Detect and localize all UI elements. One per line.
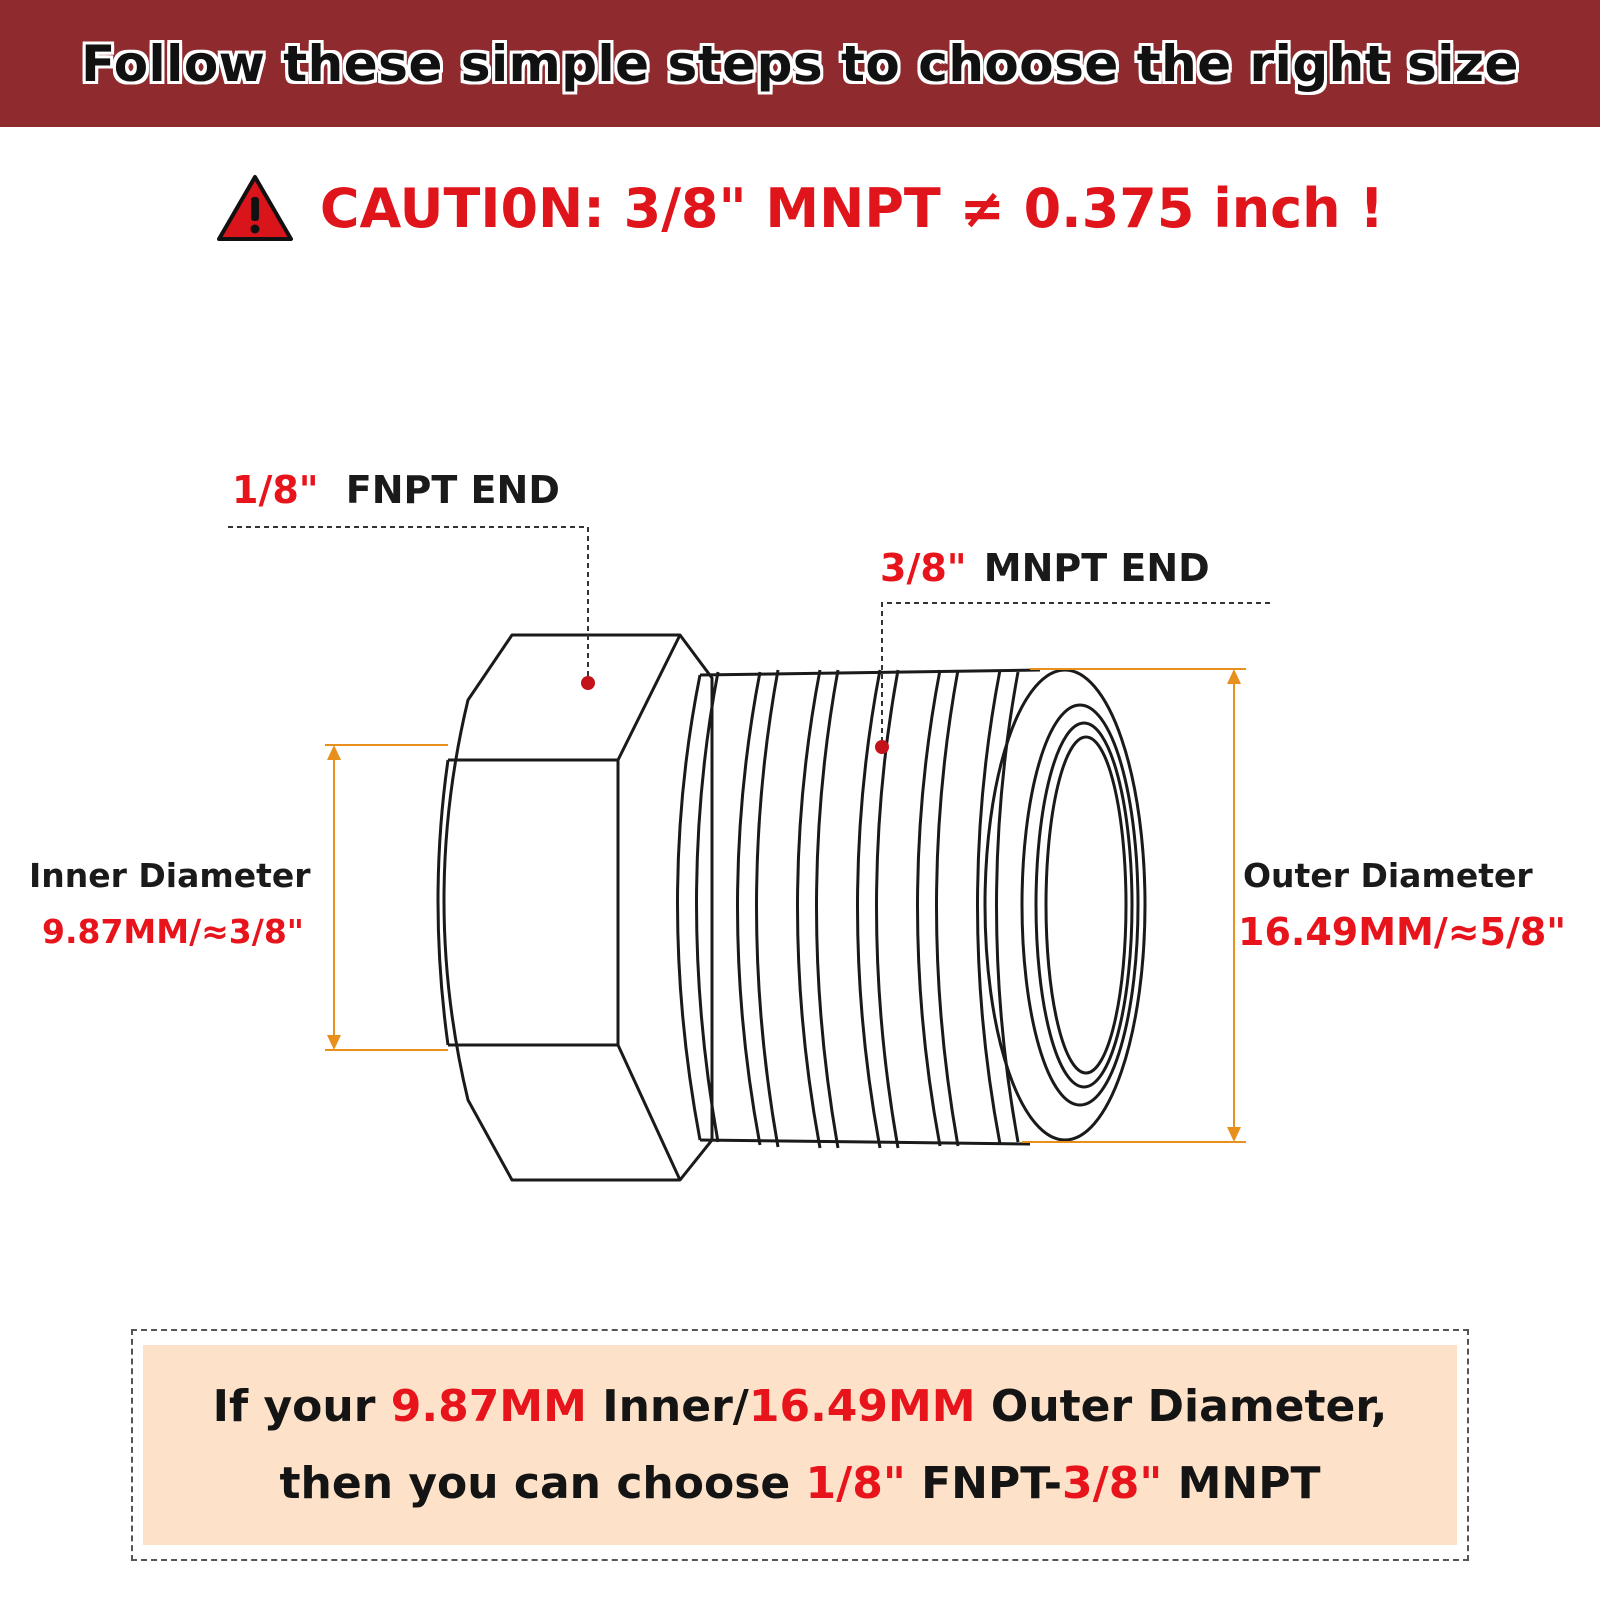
line2-mnpt-size: 3/8": [1062, 1458, 1163, 1509]
inner-diameter-dimension: [325, 744, 448, 1051]
fnpt-leader-line: [228, 526, 589, 680]
outer-diameter-title: Outer Diameter: [1243, 856, 1533, 895]
hex-nut-front-face: [616, 634, 682, 1181]
line2-part3: MNPT: [1162, 1458, 1321, 1509]
fnpt-size: 1/8": [232, 468, 319, 512]
recommendation-panel: If your 9.87MM Inner/16.49MM Outer Diame…: [143, 1345, 1457, 1545]
header-banner: Follow these simple steps to choose the …: [0, 0, 1600, 127]
mnpt-marker-dot: [875, 740, 889, 754]
inner-diameter-title: Inner Diameter: [29, 856, 311, 895]
fnpt-marker-dot: [581, 676, 595, 690]
outer-diameter-value: 16.49MM/≈5/8": [1238, 910, 1567, 954]
mnpt-end-text: MNPT END: [983, 546, 1210, 590]
hex-nut-outline: [442, 633, 714, 1182]
pipe-end-face: [983, 668, 1147, 1142]
line2-part1: then you can choose: [279, 1458, 806, 1509]
line2-part2: FNPT-: [905, 1458, 1063, 1509]
mnpt-label: 3/8" MNPT END: [880, 546, 1210, 590]
line2-fnpt-size: 1/8": [805, 1458, 906, 1509]
recommendation-box: If your 9.87MM Inner/16.49MM Outer Diame…: [131, 1329, 1469, 1561]
thread-ridges: [676, 668, 1041, 1149]
header-title: Follow these simple steps to choose the …: [81, 34, 1519, 93]
recommendation-line-1: If your 9.87MM Inner/16.49MM Outer Diame…: [213, 1381, 1388, 1432]
fnpt-label: 1/8" FNPT END: [232, 468, 560, 512]
warning-triangle-icon: [216, 175, 293, 241]
caution-row: CAUTI0N: 3/8" MNPT ≠ 0.375 inch !: [0, 168, 1600, 248]
line1-outer-value: 16.49MM: [748, 1381, 976, 1432]
caution-text: CAUTI0N: 3/8" MNPT ≠ 0.375 inch !: [319, 176, 1385, 240]
line1-part2: Inner/: [586, 1381, 749, 1432]
outer-diameter-dimension: [1022, 668, 1246, 1143]
line1-part1: If your: [212, 1381, 391, 1432]
recommendation-line-2: then you can choose 1/8" FNPT-3/8" MNPT: [280, 1458, 1321, 1509]
mnpt-size: 3/8": [880, 546, 967, 590]
line1-part3: Outer Diameter,: [975, 1381, 1388, 1432]
fnpt-end-text: FNPT END: [345, 468, 560, 512]
inner-diameter-value: 9.87MM/≈3/8": [42, 912, 304, 951]
mnpt-leader-line: [881, 602, 1270, 745]
line1-inner-value: 9.87MM: [390, 1381, 587, 1432]
